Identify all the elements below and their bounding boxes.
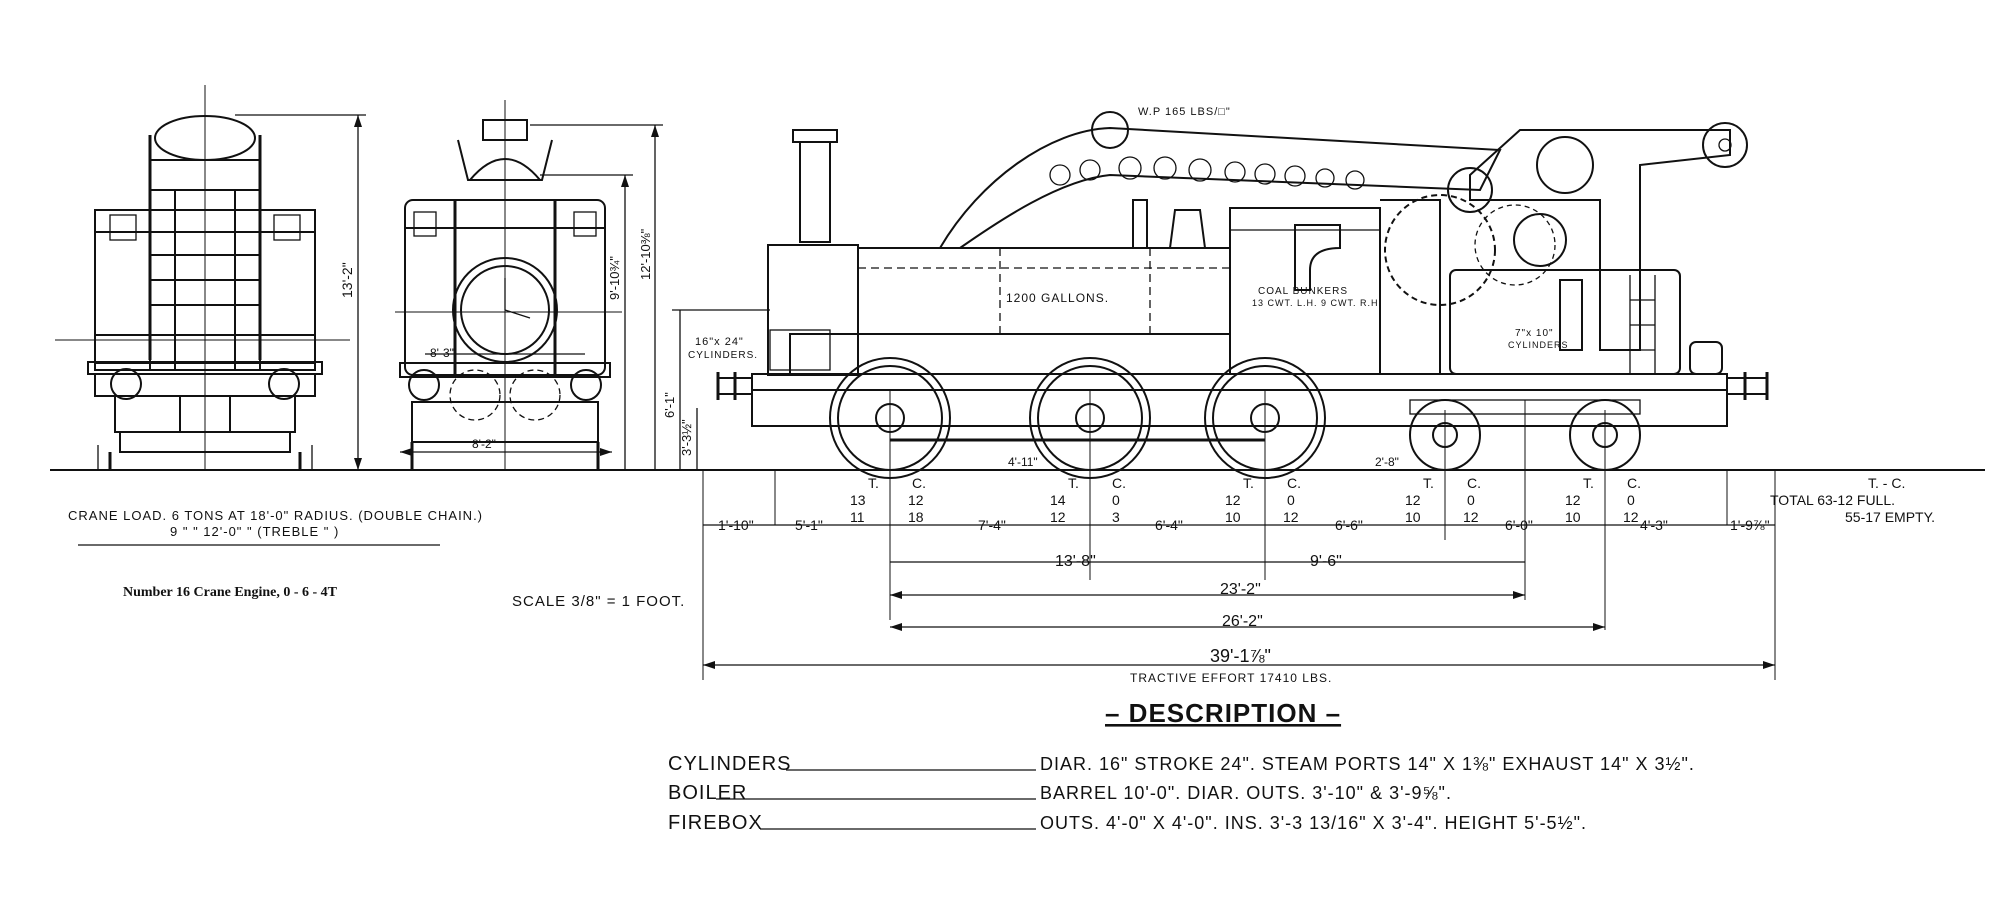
svg-text:6'-4": 6'-4" — [1155, 517, 1183, 533]
svg-text:0: 0 — [1112, 492, 1120, 508]
svg-text:12: 12 — [1463, 509, 1479, 525]
svg-text:4'-3": 4'-3" — [1640, 517, 1668, 533]
coal-bunkers-label: COAL BUNKERS — [1258, 286, 1348, 297]
svg-text:T.: T. — [868, 475, 879, 491]
svg-text:12: 12 — [1405, 492, 1421, 508]
svg-text:3: 3 — [1112, 509, 1120, 525]
tractive-effort: TRACTIVE EFFORT 17410 LBS. — [1130, 671, 1332, 685]
svg-text:T.: T. — [1243, 475, 1254, 491]
svg-text:C.: C. — [1112, 475, 1126, 491]
svg-text:T.: T. — [1583, 475, 1594, 491]
height-9-10: 9'-10¾" — [607, 256, 622, 300]
dimension-lines — [78, 524, 1775, 830]
description-name-firebox: FIREBOX — [668, 812, 763, 834]
main-cylinders-size: 16"x 24" — [695, 336, 744, 348]
svg-text:C.: C. — [1467, 475, 1481, 491]
height-13-2: 13'-2" — [339, 262, 355, 298]
svg-text:10: 10 — [1405, 509, 1421, 525]
svg-text:13: 13 — [850, 492, 866, 508]
driving-wheels — [829, 357, 1326, 479]
svg-text:C.: C. — [1287, 475, 1301, 491]
front-width-8-3: 8'-3" — [430, 346, 454, 360]
height-12-10: 12'-10⅜" — [638, 228, 653, 280]
side-elevation — [672, 111, 1776, 680]
svg-text:0: 0 — [1467, 492, 1475, 508]
svg-text:10: 10 — [1565, 509, 1581, 525]
svg-text:0: 0 — [1287, 492, 1295, 508]
svg-text:0: 0 — [1627, 492, 1635, 508]
description-value-firebox: OUTS. 4'-0" X 4'-0". INS. 3'-3 13/16" X … — [1040, 813, 1587, 833]
drawing-caption: Number 16 Crane Engine, 0 - 6 - 4T — [123, 585, 338, 600]
crane-cylinders-label: CYLINDERS — [1508, 340, 1569, 350]
svg-text:1'-10": 1'-10" — [718, 517, 754, 533]
svg-text:11: 11 — [850, 509, 865, 525]
height-3-3: 3'-3½" — [679, 419, 694, 456]
dim-9-6: 9'-6" — [1310, 553, 1342, 570]
front-end-view — [395, 100, 663, 470]
svg-text:7'-4": 7'-4" — [978, 517, 1006, 533]
rear-end-view — [55, 85, 366, 470]
dim-26-2: 26'-2" — [1222, 613, 1263, 630]
svg-text:18: 18 — [908, 509, 924, 525]
scale-label: SCALE 3/8" = 1 FOOT. — [512, 593, 685, 610]
description-name-cylinders: CYLINDERS — [668, 753, 791, 775]
tank-capacity-label: 1200 GALLONS. — [1006, 291, 1109, 305]
total-empty: 55-17 EMPTY. — [1845, 509, 1935, 525]
svg-text:12: 12 — [1565, 492, 1581, 508]
dim-13-8: 13'-8" — [1055, 553, 1096, 570]
svg-text:10: 10 — [1225, 509, 1241, 525]
total-full: TOTAL 63-12 FULL. — [1770, 492, 1895, 508]
svg-text:6'-0": 6'-0" — [1505, 517, 1533, 533]
description-value-cylinders: DIAR. 16" STROKE 24". STEAM PORTS 14" X … — [1040, 754, 1695, 774]
description-value-boiler: BARREL 10'-0". DIAR. OUTS. 3'-10" & 3'-9… — [1040, 783, 1452, 803]
dim-23-2: 23'-2" — [1220, 581, 1261, 598]
front-width-8-2: 8'-2" — [472, 437, 496, 451]
svg-text:T.: T. — [1068, 475, 1079, 491]
dim-4-11: 4'-11" — [1008, 455, 1038, 469]
height-6-1: 6'-1" — [662, 392, 677, 418]
wheel-spacing: 1'-10" 5'-1" 7'-4" 6'-4" 6'-6" 6'-0" 4'-… — [718, 517, 1770, 533]
svg-text:T.: T. — [1423, 475, 1434, 491]
axle-loads: T. C. 13 12 11 18 T. C. 14 0 12 3 T. C. … — [850, 475, 1641, 525]
svg-text:12: 12 — [1283, 509, 1299, 525]
description-title: – DESCRIPTION – — [1105, 698, 1341, 728]
dim-2-8: 2'-8" — [1375, 455, 1399, 469]
svg-text:12: 12 — [1050, 509, 1066, 525]
svg-text:6'-6": 6'-6" — [1335, 517, 1363, 533]
crane-cylinders-size: 7"x 10" — [1515, 328, 1554, 339]
description-name-boiler: BOILER — [668, 782, 747, 804]
svg-text:C.: C. — [912, 475, 926, 491]
coal-bunkers-weights: 13 CWT. L.H. 9 CWT. R.H. — [1252, 298, 1382, 308]
svg-text:1'-9⅞": 1'-9⅞" — [1730, 517, 1770, 533]
crane-load-line1: CRANE LOAD. 6 TONS AT 18'-0" RADIUS. (DO… — [68, 508, 483, 523]
main-cylinders-label: CYLINDERS. — [688, 350, 758, 361]
svg-text:C.: C. — [1627, 475, 1641, 491]
svg-text:5'-1": 5'-1" — [795, 517, 823, 533]
total-header: T. - C. — [1868, 475, 1905, 491]
svg-text:12: 12 — [908, 492, 924, 508]
dim-39-1: 39'-1⅞" — [1210, 646, 1271, 666]
svg-text:14: 14 — [1050, 492, 1066, 508]
svg-text:12: 12 — [1225, 492, 1241, 508]
working-pressure-label: W.P 165 LBS/□" — [1138, 106, 1231, 118]
crane-load-line2: 9 " " 12'-0" " (TREBLE " ) — [170, 524, 339, 539]
svg-text:12: 12 — [1623, 509, 1639, 525]
